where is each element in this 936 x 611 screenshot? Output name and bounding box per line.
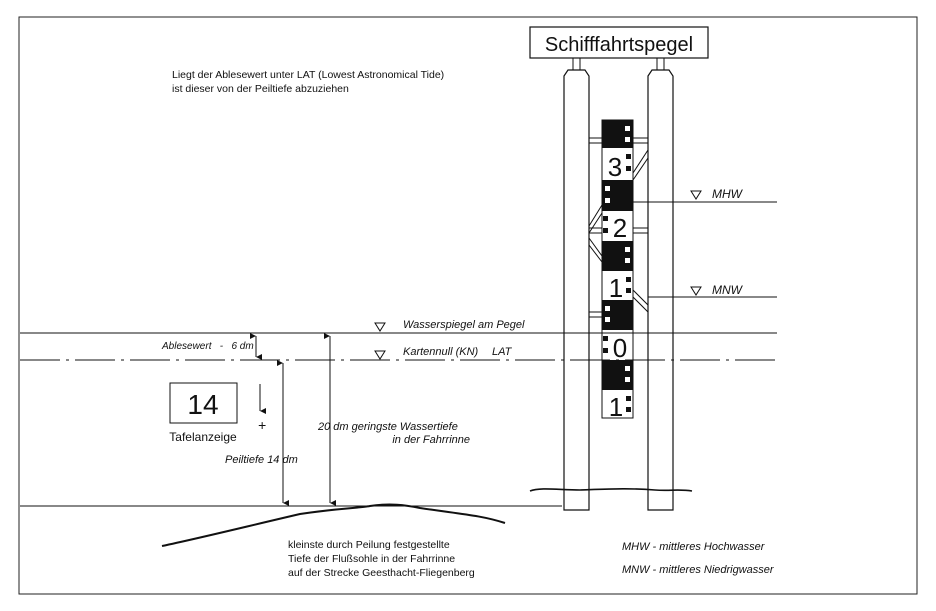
chart-datum-line: Kartennull (KN) LAT: [20, 343, 777, 361]
riverbed-profile: [161, 503, 506, 547]
right-post: [647, 69, 674, 511]
gauge-number-1: 1: [609, 273, 623, 303]
gauge-number-minus-1: 1: [609, 392, 623, 422]
left-post: [563, 69, 590, 511]
min-depth-line-1: 20 dm geringste Wassertiefe: [317, 421, 458, 433]
note-line-1: Liegt der Ablesewert unter LAT (Lowest A…: [172, 69, 444, 81]
svg-text:MHW: MHW: [712, 187, 744, 201]
sign-title: Schifffahrtspegel: [545, 34, 693, 56]
sounding-depth-label: Peiltiefe 14 dm: [225, 454, 298, 466]
braces: [588, 137, 649, 318]
riverbed-note-2: Tiefe der Flußsohle in der Fahrrinne: [288, 553, 455, 565]
gauge-board: 3 2 1 0 1: [601, 119, 634, 422]
gauge-number-2: 2: [613, 213, 627, 243]
legend-mnw: MNW - mittleres Niedrigwasser: [622, 564, 775, 576]
svg-text:Kartennull (KN): Kartennull (KN): [403, 346, 479, 358]
legend-mhw: MHW - mittleres Hochwasser: [622, 541, 766, 553]
frame: [18, 16, 918, 595]
board-value: 14: [187, 389, 218, 420]
gauge-sign: Schifffahrtspegel: [529, 26, 709, 71]
svg-text:Wasserspiegel am Pegel: Wasserspiegel am Pegel: [403, 319, 525, 331]
gauge-number-0: 0: [613, 333, 627, 363]
svg-text:LAT: LAT: [492, 346, 513, 358]
reading-label: Ablesewert - 6 dm: [161, 341, 254, 352]
plus-sign: +: [258, 417, 266, 433]
ground-at-gauge: [529, 488, 693, 492]
mhw-level: MHW: [633, 187, 777, 203]
posts: [563, 69, 674, 511]
svg-text:MNW: MNW: [712, 283, 744, 297]
riverbed-note-1: kleinste durch Peilung festgestellte: [288, 539, 450, 551]
water-surface-line: Wasserspiegel am Pegel: [20, 319, 777, 334]
min-depth-line-2: in der Fahrrinne: [392, 434, 470, 446]
note-line-2: ist dieser von der Peiltiefe abzuziehen: [172, 83, 349, 95]
board-box: [169, 382, 238, 424]
gauge-number-3: 3: [608, 152, 622, 182]
mnw-level: MNW: [648, 283, 777, 298]
riverbed-note-3: auf der Strecke Geesthacht-Fliegenberg: [288, 567, 475, 579]
board-label: Tafelanzeige: [169, 430, 237, 444]
